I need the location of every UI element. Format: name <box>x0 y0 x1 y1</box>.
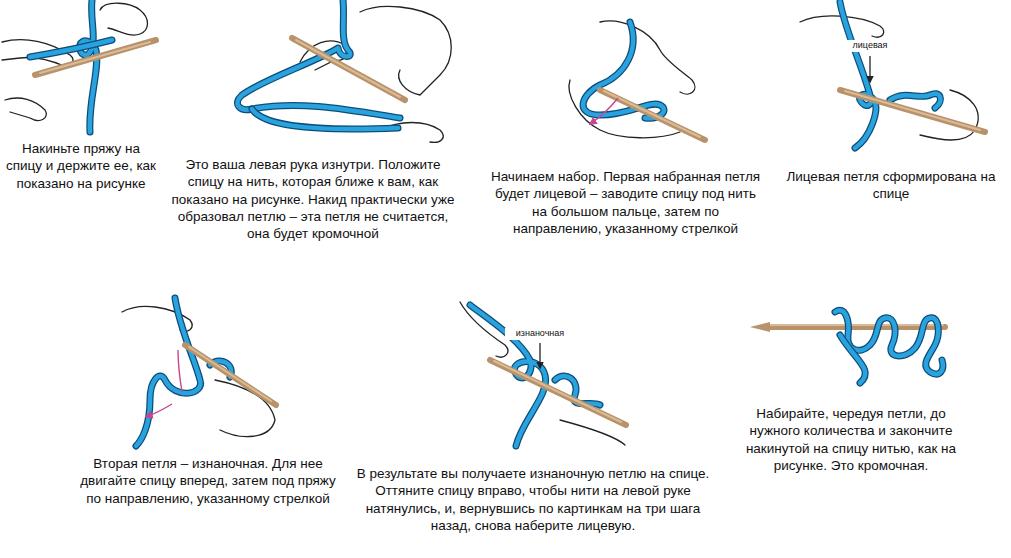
caption-text: Начинаем набор. Первая набранная петля б… <box>488 168 763 237</box>
caption-text: Набирайте, чередуя петли, до нужного кол… <box>738 405 964 474</box>
caption-text: В результате вы получаете изнаночную пет… <box>352 465 714 534</box>
caption-text: Вторая петля – изнаночная. Для нее двига… <box>72 455 344 507</box>
caption-text: Накиньте пряжу на спицу и держите ее, ка… <box>5 140 157 192</box>
caption-text: Лицевая петля сформирована на спице <box>775 168 1007 203</box>
caption-text: Это ваша левая рука изнутри. Положите сп… <box>168 156 458 242</box>
callout-label: изнаночная <box>505 328 575 340</box>
callout-label: лицевая <box>840 40 900 52</box>
